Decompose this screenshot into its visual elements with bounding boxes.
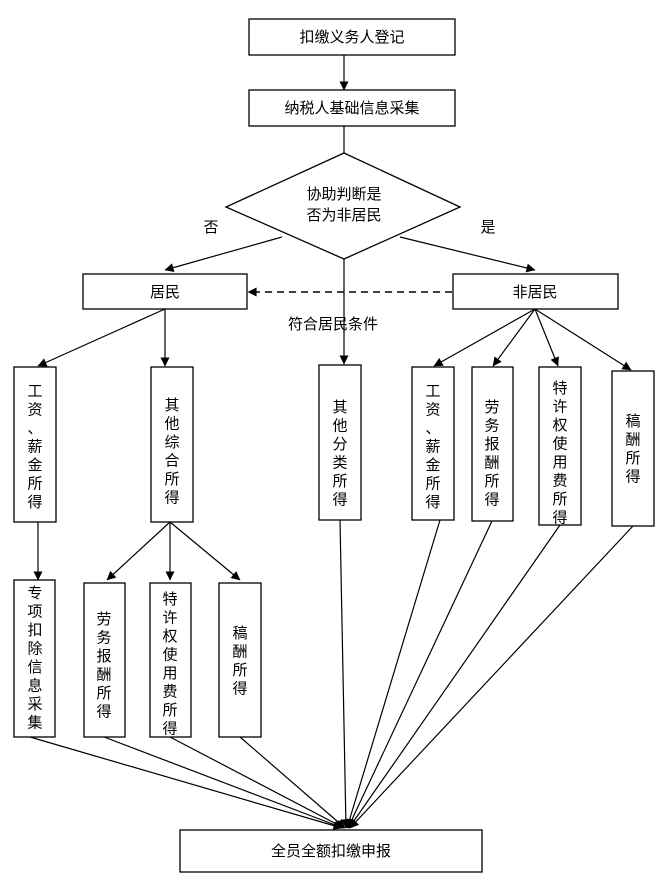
edge-judge-resident	[164, 236, 283, 273]
node-register-label: 扣缴义务人登记	[299, 28, 404, 46]
node-judge-label-line1: 协助判断是	[306, 185, 381, 203]
node-r-other-comprehensive-label: 其他综合所得	[164, 396, 179, 507]
node-r-labor-label: 劳务报酬所得	[96, 610, 111, 721]
node-resident-label: 居民	[150, 283, 180, 301]
edge-nonresident-royalty	[534, 308, 559, 367]
node-special-deduction: 专项扣除信息采集	[13, 579, 56, 738]
edge-other-manuscript	[169, 521, 241, 581]
node-basic-info-label: 纳税人基础信息采集	[284, 99, 419, 117]
node-r-royalty: 特许权使用费所得	[149, 582, 192, 738]
node-r-manuscript: 稿酬所得	[218, 582, 262, 738]
node-n-labor-label: 劳务报酬所得	[484, 398, 499, 509]
edge-nonresident-labor	[492, 308, 536, 367]
node-final: 全员全额扣缴申报	[179, 829, 483, 873]
node-judge-decision: 协助判断是 否为非居民	[224, 152, 462, 260]
edge-label-yes: 是	[480, 218, 495, 236]
edge-nonresident-wage	[433, 308, 536, 367]
node-register: 扣缴义务人登记	[248, 18, 456, 56]
edge-n-royalty-final	[348, 524, 561, 829]
edge-other-category-final	[339, 519, 351, 829]
edge-label-no: 否	[203, 218, 218, 236]
edges	[29, 55, 634, 830]
node-n-manuscript: 稿酬所得	[611, 370, 655, 527]
node-r-wage: 工资、薪金所得	[13, 366, 57, 523]
edge-n-wage-final	[345, 519, 441, 829]
edge-r-manuscript-final	[239, 736, 346, 829]
node-r-wage-label: 工资、薪金所得	[27, 382, 42, 511]
node-nonresident: 非居民	[452, 273, 619, 310]
edge-special-final	[29, 736, 343, 830]
edge-resident-wage	[37, 308, 166, 367]
node-special-deduction-label: 专项扣除信息采集	[27, 584, 42, 732]
node-nonresident-label: 非居民	[512, 283, 557, 301]
node-r-manuscript-label: 稿酬所得	[232, 624, 247, 698]
node-judge-label-line2: 否为非居民	[306, 206, 381, 224]
node-final-label: 全员全额扣缴申报	[271, 842, 391, 860]
node-r-labor: 劳务报酬所得	[83, 582, 126, 738]
node-r-other-comprehensive: 其他综合所得	[150, 366, 194, 523]
node-n-labor: 劳务报酬所得	[471, 366, 514, 522]
node-n-royalty: 特许权使用费所得	[538, 366, 582, 527]
node-n-wage: 工资、薪金所得	[411, 366, 455, 521]
node-n-royalty-label: 特许权使用费所得	[552, 379, 567, 527]
edge-label-meets-resident: 符合居民条件	[288, 315, 378, 333]
edge-judge-nonresident	[399, 236, 536, 273]
edge-n-manuscript-final	[349, 525, 634, 829]
edge-r-royalty-final	[169, 736, 345, 829]
node-resident: 居民	[82, 273, 248, 310]
node-n-wage-label: 工资、薪金所得	[425, 382, 440, 511]
node-basic-info: 纳税人基础信息采集	[248, 89, 456, 127]
node-n-manuscript-label: 稿酬所得	[625, 412, 640, 486]
node-other-category-label: 其他分类所得	[332, 398, 347, 509]
node-other-category: 其他分类所得	[318, 364, 362, 521]
edge-r-labor-final	[103, 736, 344, 830]
edge-nonresident-manuscript	[534, 308, 632, 371]
edge-n-labor-final	[347, 520, 493, 829]
edge-other-labor	[106, 521, 171, 581]
node-r-royalty-label: 特许权使用费所得	[162, 590, 177, 738]
